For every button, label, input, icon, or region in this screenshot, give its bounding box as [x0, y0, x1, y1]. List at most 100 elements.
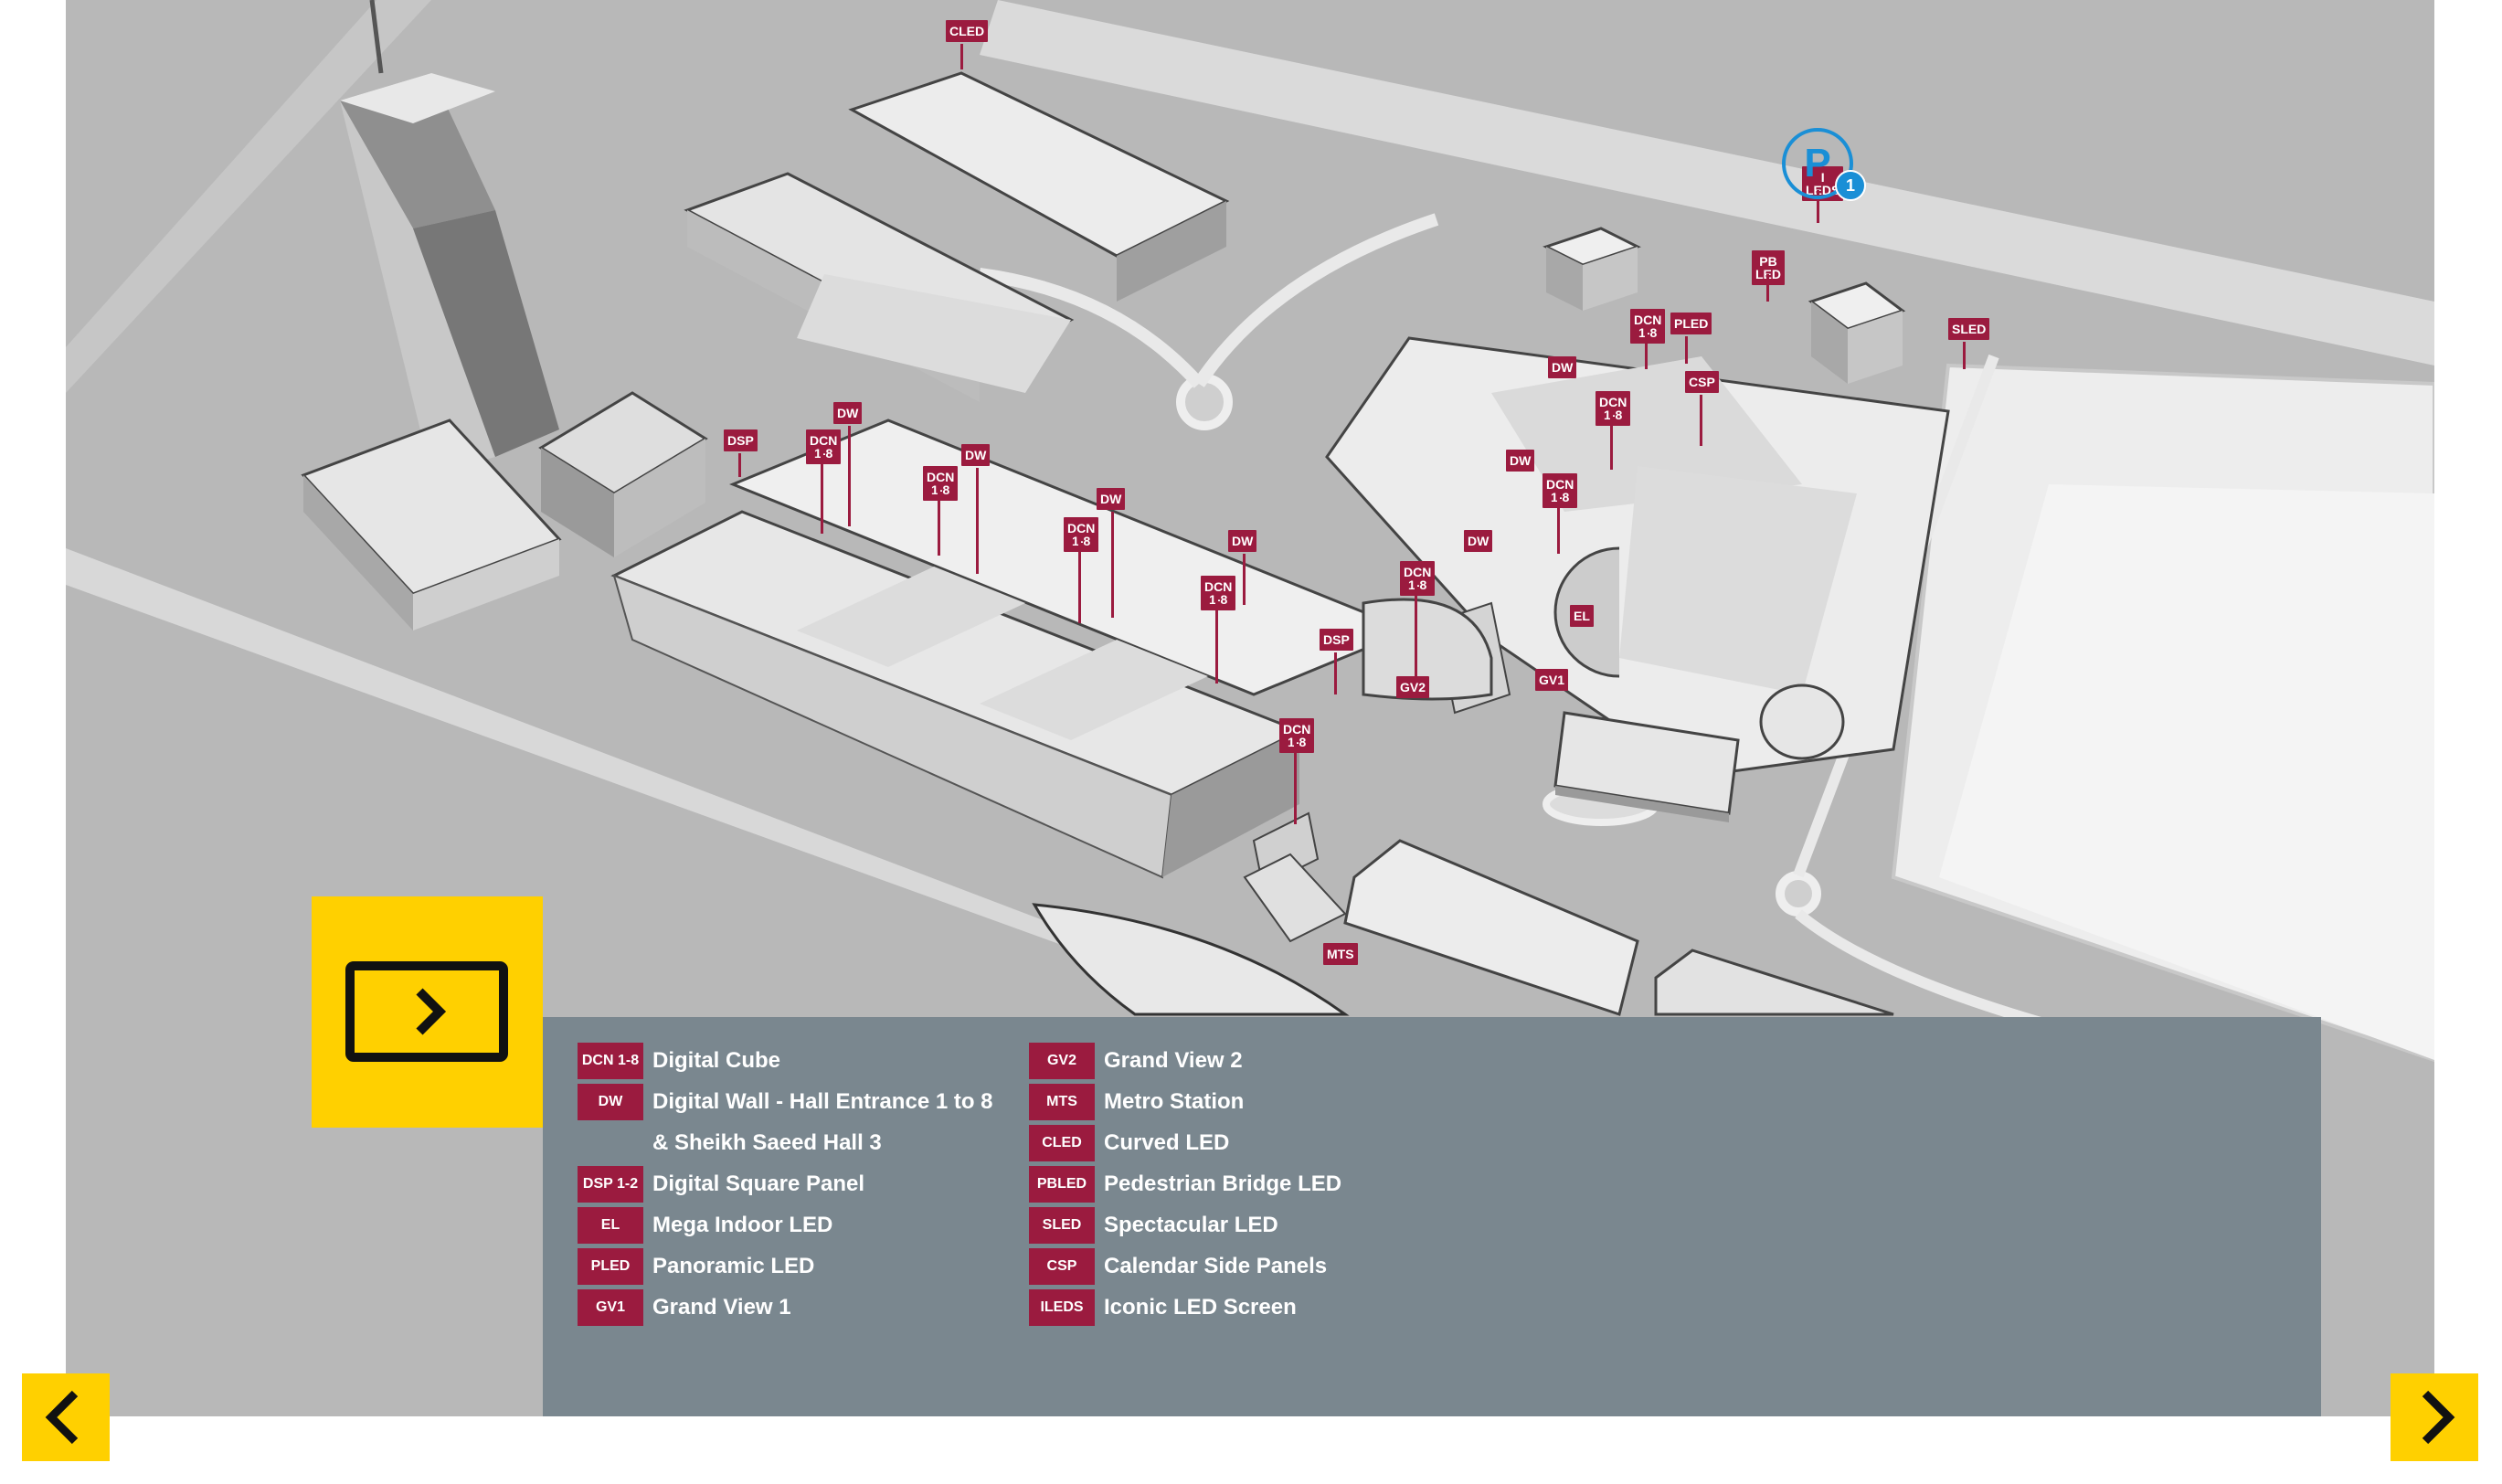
- legend-row: CSP Calendar Side Panels: [1029, 1248, 1327, 1285]
- map-marker-csp[interactable]: CSP: [1685, 371, 1719, 393]
- legend-row: & Sheikh Saeed Hall 3: [578, 1125, 882, 1161]
- legend-code-badge: PBLED: [1029, 1166, 1095, 1203]
- legend-row: ILEDS Iconic LED Screen: [1029, 1289, 1297, 1326]
- map-marker-dcn-1-8[interactable]: DCN 1-8: [1630, 309, 1666, 344]
- marker-stem: [1078, 541, 1081, 623]
- marker-stem: [848, 426, 851, 526]
- legend-code-badge: CLED: [1029, 1125, 1095, 1161]
- legend-code-badge: DSP 1-2: [578, 1166, 643, 1203]
- legend-label: Iconic LED Screen: [1104, 1295, 1297, 1320]
- legend-row: CLED Curved LED: [1029, 1125, 1229, 1161]
- marker-stem: [1817, 190, 1819, 223]
- marker-stem: [1215, 599, 1218, 684]
- map-marker-dcn-1-8[interactable]: DCN 1-8: [1279, 718, 1315, 753]
- legend-code-badge: ILEDS: [1029, 1289, 1095, 1326]
- marker-stem: [1334, 652, 1337, 694]
- legend-label: Panoramic LED: [652, 1254, 815, 1278]
- chevron-left-icon: [45, 1390, 79, 1445]
- legend-label: & Sheikh Saeed Hall 3: [652, 1130, 882, 1155]
- map-marker-dcn-1-8[interactable]: DCN 1-8: [1064, 517, 1099, 552]
- parking-badge: 1: [1835, 170, 1866, 201]
- legend-row: DSP 1-2 Digital Square Panel: [578, 1166, 864, 1203]
- marker-stem: [1645, 333, 1648, 369]
- map-marker-dcn-1-8[interactable]: DCN 1-8: [1400, 561, 1436, 596]
- map-marker-dw[interactable]: DW: [1228, 530, 1257, 552]
- legend-label: Grand View 1: [652, 1295, 791, 1320]
- legend-row: DCN 1-8 Digital Cube: [578, 1043, 780, 1079]
- marker-stem: [1610, 415, 1613, 470]
- map-marker-gv1[interactable]: GV1: [1535, 669, 1569, 691]
- marker-stem: [976, 468, 979, 574]
- marker-stem: [1685, 336, 1688, 364]
- map-marker-dw[interactable]: DW: [1548, 356, 1577, 378]
- marker-stem: [1700, 395, 1702, 446]
- marker-stem: [1963, 342, 1966, 369]
- legend-label: Mega Indoor LED: [652, 1213, 833, 1237]
- legend-row: PBLED Pedestrian Bridge LED: [1029, 1166, 1341, 1203]
- legend-code-badge: SLED: [1029, 1207, 1095, 1244]
- legend-label: Digital Square Panel: [652, 1171, 865, 1196]
- legend-code-badge: GV2: [1029, 1043, 1095, 1079]
- marker-stem: [938, 490, 940, 556]
- map-marker-dcn-1-8[interactable]: DCN 1-8: [1201, 576, 1236, 610]
- legend-label: Spectacular LED: [1104, 1213, 1278, 1237]
- previous-button[interactable]: [22, 1373, 110, 1461]
- legend-code-badge: DCN 1-8: [578, 1043, 643, 1079]
- legend-label: Pedestrian Bridge LED: [1104, 1171, 1342, 1196]
- map-marker-dw[interactable]: DW: [1506, 450, 1535, 472]
- marker-stem: [1111, 512, 1114, 618]
- marker-stem: [1766, 274, 1769, 302]
- map-marker-cled[interactable]: CLED: [946, 20, 989, 42]
- legend-row: GV1 Grand View 1: [578, 1289, 791, 1326]
- marker-stem: [1294, 742, 1297, 824]
- legend-row: MTS Metro Station: [1029, 1084, 1244, 1120]
- next-button[interactable]: [2391, 1373, 2478, 1461]
- legend-label: Calendar Side Panels: [1104, 1254, 1328, 1278]
- map-marker-dw[interactable]: DW: [961, 444, 991, 466]
- marker-stem: [738, 453, 741, 477]
- map-marker-pled[interactable]: PLED: [1670, 313, 1712, 334]
- legend-label: Digital Wall - Hall Entrance 1 to 8: [652, 1089, 993, 1114]
- legend-label: Metro Station: [1104, 1089, 1245, 1114]
- legend-row: EL Mega Indoor LED: [578, 1207, 832, 1244]
- map-marker-dcn-1-8[interactable]: DCN 1-8: [1596, 391, 1631, 426]
- legend-code-badge: GV1: [578, 1289, 643, 1326]
- map-marker-dcn-1-8[interactable]: DCN 1-8: [923, 466, 959, 501]
- legend-row: SLED Spectacular LED: [1029, 1207, 1278, 1244]
- legend-code-badge: CSP: [1029, 1248, 1095, 1285]
- map-marker-mts[interactable]: MTS: [1323, 943, 1358, 965]
- chevron-right-icon: [2422, 1390, 2455, 1445]
- legend-label: Curved LED: [1104, 1130, 1230, 1155]
- play-video-button[interactable]: [312, 896, 543, 1128]
- parking-symbol: P: [1804, 141, 1831, 186]
- map-marker-gv2[interactable]: GV2: [1396, 676, 1430, 698]
- legend-row: GV2 Grand View 2: [1029, 1043, 1243, 1079]
- legend-row: DW Digital Wall - Hall Entrance 1 to 8: [578, 1084, 993, 1120]
- map-marker-dsp[interactable]: DSP: [724, 429, 758, 451]
- marker-stem: [1557, 497, 1560, 554]
- play-icon: [345, 961, 508, 1062]
- map-marker-el[interactable]: EL: [1570, 605, 1594, 627]
- legend-label: Grand View 2: [1104, 1048, 1243, 1073]
- marker-stem: [1415, 585, 1417, 676]
- legend-code-badge: PLED: [578, 1248, 643, 1285]
- parking-icon[interactable]: P: [1782, 128, 1853, 199]
- marker-stem: [1243, 554, 1246, 605]
- legend-row: PLED Panoramic LED: [578, 1248, 814, 1285]
- map-marker-dcn-1-8[interactable]: DCN 1-8: [1543, 473, 1578, 508]
- legend-code-badge: [578, 1125, 643, 1161]
- marker-stem: [821, 453, 823, 534]
- map-marker-dw[interactable]: DW: [1097, 488, 1126, 510]
- map-marker-sled[interactable]: SLED: [1948, 318, 1990, 340]
- map-marker-dw[interactable]: DW: [833, 402, 863, 424]
- marker-stem: [960, 44, 963, 69]
- legend-code-badge: DW: [578, 1084, 643, 1120]
- legend-code-badge: MTS: [1029, 1084, 1095, 1120]
- map-marker-dcn-1-8[interactable]: DCN 1-8: [806, 429, 842, 464]
- map-marker-dsp[interactable]: DSP: [1320, 629, 1353, 651]
- legend-code-badge: EL: [578, 1207, 643, 1244]
- map-marker-dw[interactable]: DW: [1464, 530, 1493, 552]
- legend-label: Digital Cube: [652, 1048, 781, 1073]
